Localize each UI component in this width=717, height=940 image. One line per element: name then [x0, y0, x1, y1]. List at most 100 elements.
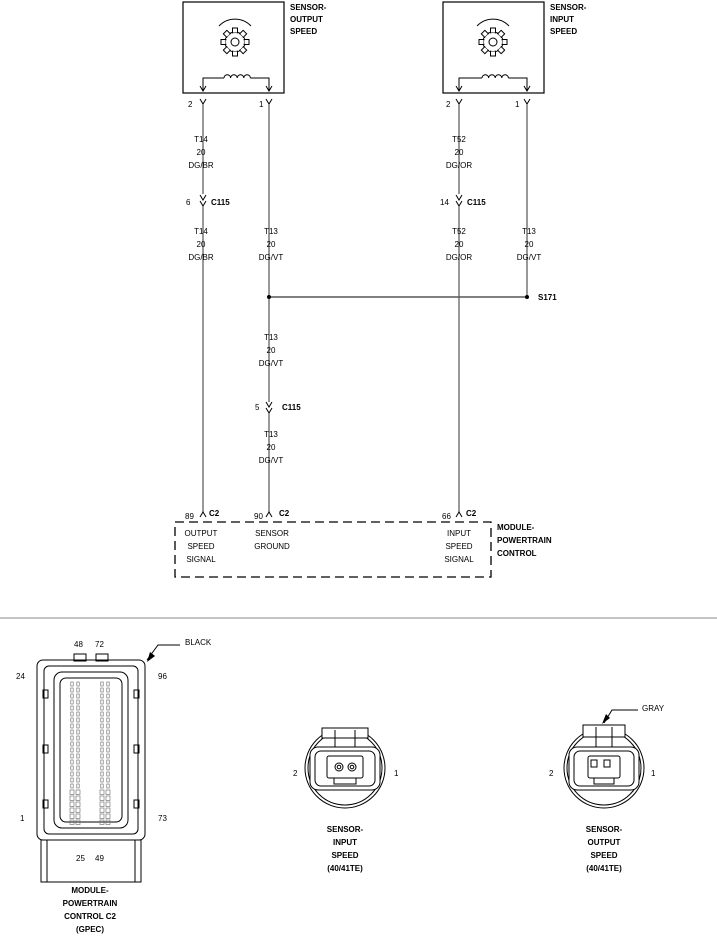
pin-cavity [70, 765, 74, 771]
module-title-2: POWERTRAIN [497, 536, 552, 545]
pin-cavity [69, 795, 75, 801]
sensor-output-title-2: OUTPUT [290, 15, 323, 24]
sensor-output-title-1: SENSOR- [290, 3, 327, 12]
pin-cavity [106, 693, 110, 699]
pin-cavity [100, 681, 104, 687]
pin-cavity [69, 807, 75, 813]
svg-text:20: 20 [267, 443, 276, 452]
svg-text:T52: T52 [452, 135, 466, 144]
pin-cavity [70, 717, 74, 723]
pin-cavity [99, 801, 105, 807]
pin-cavity [76, 723, 80, 729]
pin-cavity [70, 735, 74, 741]
coil-icon [455, 74, 531, 92]
sensor-output-pin-1: 1 [259, 100, 264, 109]
pin-cavity [100, 699, 104, 705]
svg-text:20: 20 [267, 346, 276, 355]
pin-cavity [99, 789, 105, 795]
pin-cavity [69, 789, 75, 795]
pin-cavity [106, 723, 110, 729]
svg-text:SPEED: SPEED [331, 851, 358, 860]
svg-text:DG/VT: DG/VT [259, 253, 284, 262]
pin-cavity [70, 777, 74, 783]
svg-text:DG/VT: DG/VT [259, 359, 284, 368]
pin-cavity [106, 729, 110, 735]
svg-text:T14: T14 [194, 227, 208, 236]
pcm-pin-cavities [69, 681, 111, 825]
pin-cavity [99, 795, 105, 801]
pin-cavity [100, 771, 104, 777]
module-powertrain-control: 89 C2 90 C2 66 C2 OUTPUT SPEED SIGNAL SE… [174, 509, 552, 578]
pcm-pin-25: 25 [76, 854, 85, 863]
pcm-pin-73: 73 [158, 814, 167, 823]
svg-text:SPEED: SPEED [187, 542, 214, 551]
wire-label-t13-input: T13 20 DG/VT [517, 227, 542, 262]
pin-cavity [76, 771, 80, 777]
module-pin-89-conn: C2 [209, 509, 220, 518]
output-conn-pin-1: 1 [651, 769, 656, 778]
pin-cavity [106, 711, 110, 717]
sensor-input-title-3: SPEED [550, 27, 577, 36]
svg-text:20: 20 [525, 240, 534, 249]
pin-cavity [69, 801, 75, 807]
pin-cavity [70, 723, 74, 729]
svg-text:MODULE-: MODULE- [71, 886, 109, 895]
gear-icon [476, 18, 510, 57]
pin-cavity [70, 783, 74, 789]
splice-dot [267, 295, 271, 299]
pin-cavity [70, 729, 74, 735]
svg-text:(GPEC): (GPEC) [76, 925, 104, 934]
pin-cavity [106, 699, 110, 705]
pin-cavity [100, 717, 104, 723]
pin-cavity [70, 747, 74, 753]
wire-label-t14-upper: T14 20 DG/BR [188, 135, 214, 170]
pin-cavity [106, 747, 110, 753]
input-connector-title: SENSOR- INPUT SPEED (40/41TE) [327, 825, 364, 873]
pin-cavity [106, 741, 110, 747]
pin-cavity [100, 705, 104, 711]
module-pin-89-label: OUTPUT SPEED SIGNAL [185, 529, 218, 564]
pin-cavity [105, 795, 111, 801]
svg-text:OUTPUT: OUTPUT [185, 529, 218, 538]
svg-text:T13: T13 [264, 333, 278, 342]
pcm-connector-color: BLACK [185, 638, 212, 647]
sensor-input-connector: 2 1 SENSOR- INPUT SPEED (40/41TE) [293, 727, 399, 873]
pin-cavity [76, 741, 80, 747]
pin-cavity [70, 687, 74, 693]
pin-cavity [75, 789, 81, 795]
pin-cavity [100, 723, 104, 729]
input-conn-pin-2: 2 [293, 769, 298, 778]
module-pin-90-conn: C2 [279, 509, 290, 518]
svg-text:INPUT: INPUT [333, 838, 357, 847]
pin-cavity [76, 711, 80, 717]
pin-cavity [76, 681, 80, 687]
pin-cavity [70, 771, 74, 777]
pin-cavity [106, 783, 110, 789]
svg-text:SIGNAL: SIGNAL [186, 555, 216, 564]
gear-icon [218, 18, 252, 57]
svg-text:T13: T13 [264, 430, 278, 439]
module-pin-66-conn: C2 [466, 509, 477, 518]
pin-cavity [100, 759, 104, 765]
sensor-input-pin-2: 2 [446, 100, 451, 109]
svg-text:T52: T52 [452, 227, 466, 236]
pin-cavity [76, 729, 80, 735]
pin-cavity [100, 777, 104, 783]
svg-text:T13: T13 [264, 227, 278, 236]
pcm-pin-24: 24 [16, 672, 25, 681]
svg-text:DG/BR: DG/BR [188, 253, 214, 262]
sensor-output-connector: GRAY 2 1 SENSOR- OUTPUT SPEED (40/41TE) [549, 704, 665, 873]
svg-text:DG/VT: DG/VT [259, 456, 284, 465]
svg-text:DG/OR: DG/OR [446, 161, 472, 170]
sensor-output-speed: SENSOR- OUTPUT SPEED 2 1 [182, 1, 327, 109]
coil-icon [199, 74, 273, 92]
svg-text:SENSOR: SENSOR [255, 529, 289, 538]
pin-cavity [70, 693, 74, 699]
pin-cavity [70, 753, 74, 759]
pin-cavity [70, 759, 74, 765]
pin-cavity [76, 747, 80, 753]
wire-sensor-ground [265, 98, 527, 518]
svg-text:POWERTRAIN: POWERTRAIN [63, 899, 118, 908]
wire-input-ground [523, 98, 531, 299]
sensor-input-speed: SENSOR- INPUT SPEED 2 1 [442, 1, 587, 109]
